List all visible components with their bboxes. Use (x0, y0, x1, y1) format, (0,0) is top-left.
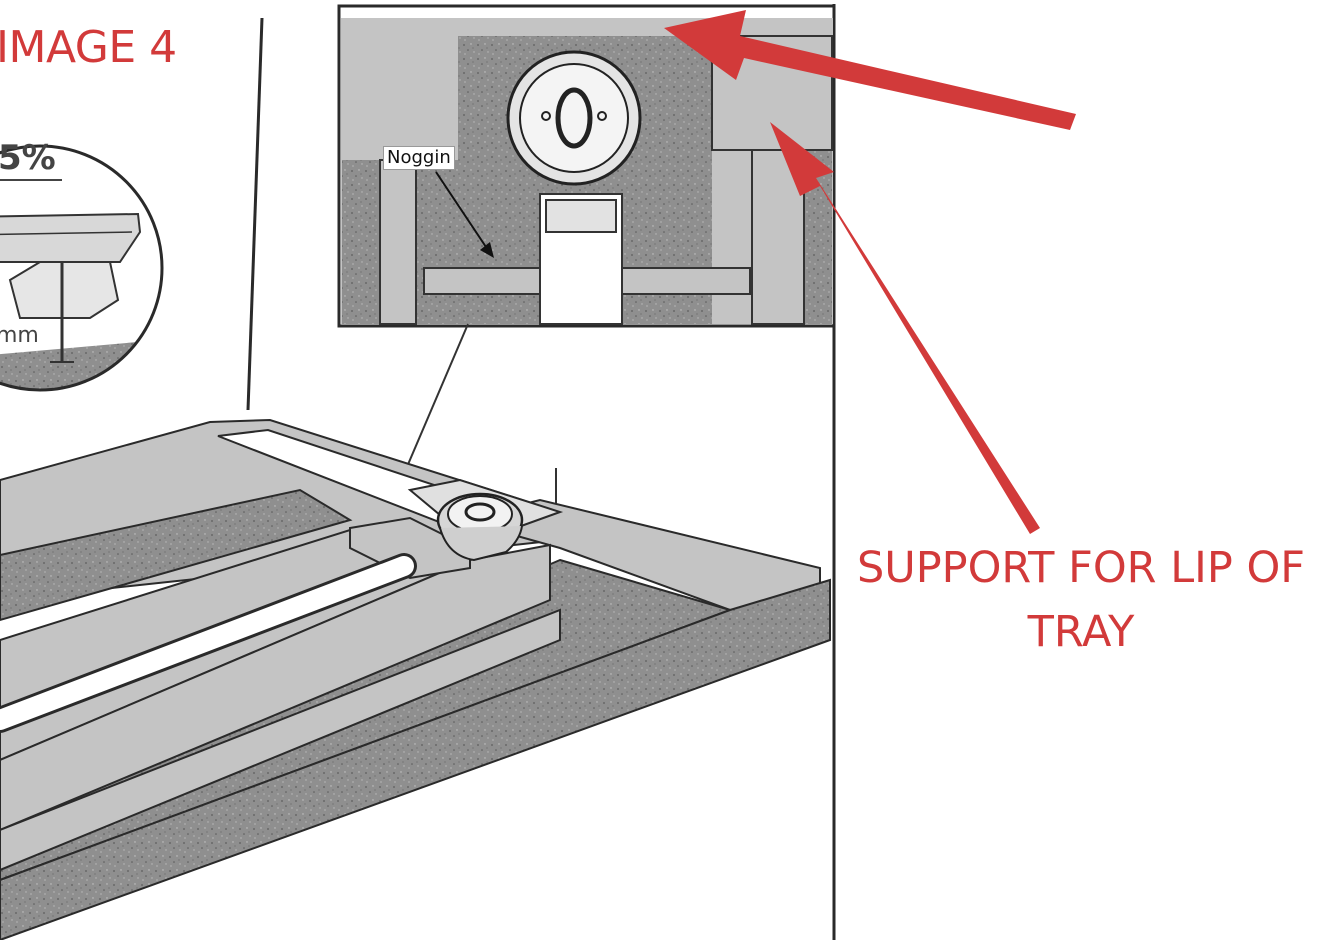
annotation-arrows (664, 10, 1076, 534)
percent-label: 5% (0, 138, 56, 178)
support-callout: SUPPORT FOR LIP OF TRAY (838, 536, 1320, 664)
mm-label: mm (0, 323, 39, 348)
image-title: IMAGE 4 (0, 22, 177, 73)
noggin-label: Noggin (383, 146, 455, 170)
floor-waste-outlet (436, 492, 524, 562)
slope-detail-circle (0, 144, 164, 392)
arrow-to-wall-top (664, 10, 1076, 130)
arrow-to-lip-support (770, 122, 1040, 534)
support-callout-line2: TRAY (1027, 607, 1135, 657)
support-callout-line1: SUPPORT FOR LIP OF (856, 543, 1306, 593)
floor-pipe (0, 553, 417, 733)
